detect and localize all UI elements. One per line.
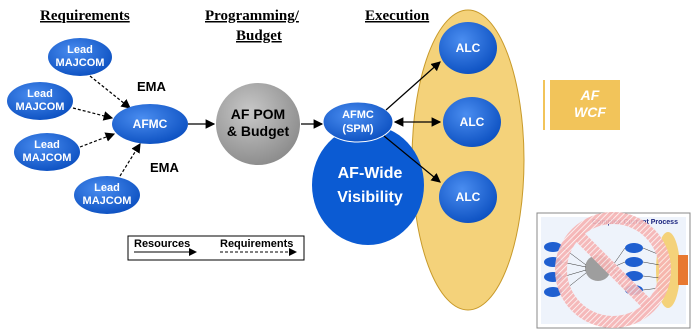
lead-majcom-4: Lead MAJCOM [74,176,140,214]
legend-requirements-label: Requirements [220,238,293,250]
svg-text:AFMC: AFMC [133,117,168,131]
svg-text:& Budget: & Budget [227,123,290,139]
svg-text:Visibility: Visibility [337,189,403,206]
lead-majcom-3: Lead MAJCOM [14,133,80,171]
req-arrow-1 [89,75,131,109]
afmc-node: AFMC [112,104,188,144]
header-budget: Budget [236,28,282,44]
legend: Resources Requirements [127,235,305,261]
req-arrow-3 [79,132,116,148]
af-pom-budget-node: AF POM & Budget [216,83,300,165]
complex-process-thumbnail: Complex Current Process [536,212,691,329]
lead-majcom-2: Lead MAJCOM [7,82,73,120]
spm-to-alc-bottom-arrow [383,135,441,183]
svg-text:WCF: WCF [574,104,606,120]
svg-text:Lead: Lead [94,182,120,194]
header-requirements: Requirements [40,8,130,24]
svg-text:ALC: ALC [456,41,481,55]
svg-text:ALC: ALC [460,115,485,129]
alc-node-mid: ALC [443,97,501,147]
header-programming: Programming/ [205,8,300,24]
svg-text:MAJCOM: MAJCOM [56,57,105,69]
legend-resources-label: Resources [134,238,190,250]
ema-label-top: EMA [137,79,167,94]
alc-node-top: ALC [439,22,497,74]
lead-majcom-1: Lead MAJCOM [48,38,112,76]
svg-text:AFMC: AFMC [342,109,374,121]
spm-to-alc-top-arrow [385,61,441,111]
svg-text:AF POM: AF POM [231,106,285,122]
svg-text:Lead: Lead [27,88,53,100]
svg-text:MAJCOM: MAJCOM [23,152,72,164]
svg-text:ALC: ALC [456,190,481,204]
ema-label-bottom: EMA [150,160,180,175]
alc-node-bottom: ALC [439,171,497,223]
svg-text:(SPM): (SPM) [342,123,374,135]
af-wide-visibility-node: AF-Wide Visibility [312,125,424,245]
svg-text:Lead: Lead [34,139,60,151]
svg-text:Lead: Lead [67,44,93,56]
svg-text:AF: AF [580,87,600,103]
req-arrow-2 [72,107,114,121]
svg-text:AF-Wide: AF-Wide [338,165,403,182]
svg-text:MAJCOM: MAJCOM [16,101,65,113]
af-wcf-box: AF WCF [543,80,620,130]
header-execution: Execution [365,8,430,24]
svg-text:MAJCOM: MAJCOM [83,195,132,207]
afmc-spm-node: AFMC (SPM) [322,101,394,143]
req-arrow-4 [119,142,141,177]
